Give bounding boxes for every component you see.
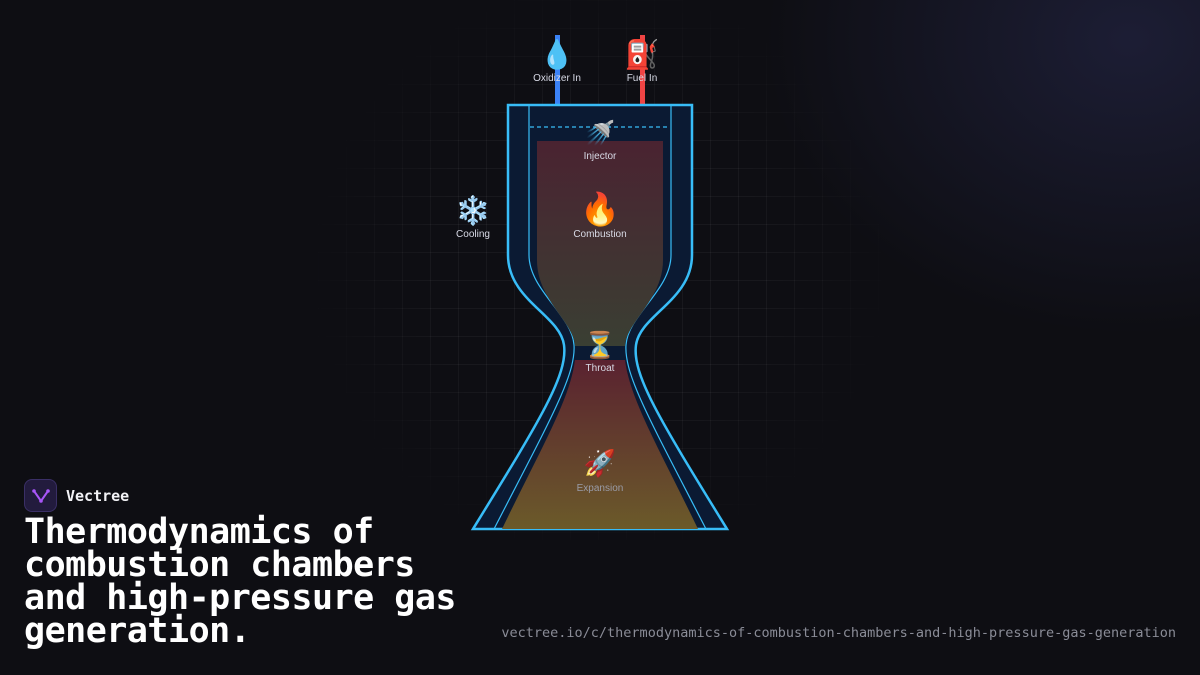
expansion-region — [502, 360, 698, 529]
throat-label: Throat — [586, 363, 615, 374]
brand-name: Vectree — [66, 486, 130, 505]
brand: Vectree — [24, 479, 129, 512]
shower-icon: 🚿 — [585, 119, 615, 147]
combustion-region — [537, 141, 663, 346]
injector-label: Injector — [584, 151, 617, 162]
fire-icon: 🔥 — [580, 190, 620, 228]
oxidizer-in-label: Oxidizer In — [533, 73, 581, 84]
expansion-label: Expansion — [577, 483, 624, 494]
droplet-icon: 💧 — [540, 38, 575, 71]
rocket-icon: 🚀 — [584, 448, 616, 479]
page-title: Thermodynamics of combustion chambers an… — [24, 512, 457, 651]
snowflake-icon: ❄️ — [456, 194, 491, 227]
cooling-label: Cooling — [456, 229, 490, 240]
fuel-in-label: Fuel In — [627, 73, 658, 84]
fuel-pipe — [640, 35, 645, 105]
oxidizer-pipe — [555, 35, 560, 105]
source-url[interactable]: vectree.io/c/thermodynamics-of-combustio… — [501, 625, 1176, 641]
hourglass-icon: ⏳ — [584, 330, 616, 361]
fuel-pump-icon: ⛽ — [625, 38, 660, 71]
vectree-logo-icon — [24, 479, 57, 512]
combustion-label: Combustion — [573, 229, 626, 240]
